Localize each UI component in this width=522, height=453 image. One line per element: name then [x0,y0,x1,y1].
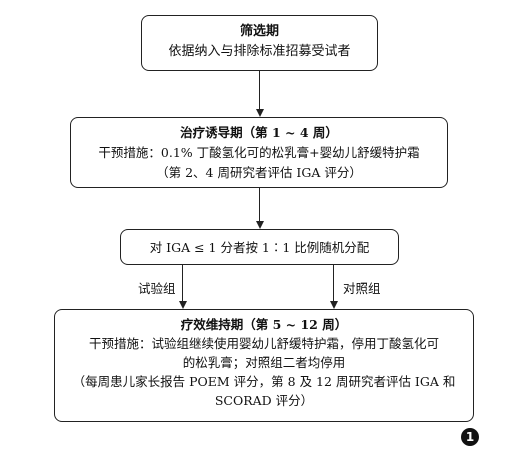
maintenance-intervention-1: 干预措施：试验组继续使用婴幼儿舒缓特护霜，停用丁酸氢化可 [88,336,439,351]
maintenance-assessment-1: （每周患儿家长报告 POEM 评分，第 8 及 12 周研究者评估 IGA 和 [72,374,456,389]
connector-1 [259,71,261,109]
screening-box: 筛选期 依据纳入与排除标准招募受试者 [141,15,378,71]
arrowhead-control [329,301,338,309]
connector-2 [259,188,261,221]
randomization-box: 对 IGA ≤ 1 分者按 1∶1 比例随机分配 [120,229,399,265]
maintenance-box: 疗效维持期（第 5 ~ 12 周） 干预措施：试验组继续使用婴幼儿舒缓特护霜，停… [54,309,474,422]
maintenance-title: 疗效维持期（第 5 ~ 12 周） [180,317,348,332]
arrowhead-1 [255,109,264,117]
figure-number-badge: 1 [461,428,479,446]
maintenance-assessment-2: SCORAD 评分） [214,393,314,408]
randomization-text: 对 IGA ≤ 1 分者按 1∶1 比例随机分配 [149,240,370,255]
induction-intervention: 干预措施：0.1% 丁酸氢化可的松乳膏+婴幼儿舒缓特护霜 [98,145,420,160]
arrowhead-experimental [178,301,187,309]
induction-title: 治疗诱导期（第 1 ~ 4 周） [180,125,338,140]
screening-title: 筛选期 [239,24,279,39]
control-group-label: 对照组 [343,281,381,296]
experimental-group-label: 试验组 [138,281,176,296]
maintenance-intervention-2: 的松乳膏；对照组二者均停用 [182,355,346,370]
induction-assessment: （第 2、4 周研究者评估 IGA 评分） [156,165,362,180]
induction-box: 治疗诱导期（第 1 ~ 4 周） 干预措施：0.1% 丁酸氢化可的松乳膏+婴幼儿… [70,117,448,188]
connector-control [333,265,335,301]
screening-text: 依据纳入与排除标准招募受试者 [168,44,351,59]
arrowhead-2 [255,221,264,229]
connector-experimental [182,265,184,301]
